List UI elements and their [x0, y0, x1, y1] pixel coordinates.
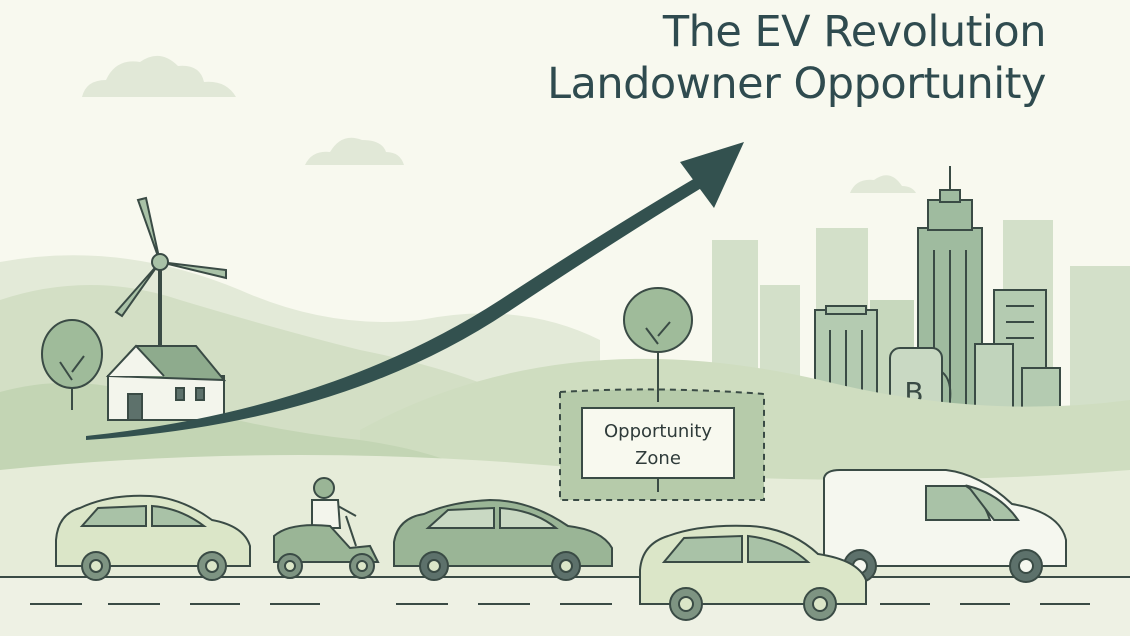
car-icon [639, 524, 867, 621]
cloud-icon [305, 137, 404, 165]
cloud-icon [82, 55, 236, 97]
cloud-icon [850, 175, 916, 193]
growth-arrow-icon [86, 142, 744, 440]
tree-icon [41, 319, 103, 410]
car-icon [55, 494, 251, 581]
zone-label-line-1: Opportunity [603, 421, 713, 442]
title-line-1: The EV Revolution [662, 7, 1047, 57]
house-icon [105, 344, 227, 421]
opportunity-zone-label: Opportunity Zone [582, 418, 734, 472]
car-icon [393, 498, 613, 581]
wind-turbine-icon [114, 196, 227, 350]
zone-sign-board [581, 407, 735, 479]
road [0, 576, 1130, 636]
page-title: The EV Revolution Landowner Opportunity [547, 6, 1046, 110]
opportunity-zone-plot [559, 380, 765, 501]
title-line-2: Landowner Opportunity [547, 59, 1046, 109]
tree-icon [623, 287, 693, 386]
delivery-van-icon [823, 469, 1067, 583]
zone-label-line-2: Zone [635, 448, 681, 469]
scooter-rider-icon [273, 477, 380, 579]
